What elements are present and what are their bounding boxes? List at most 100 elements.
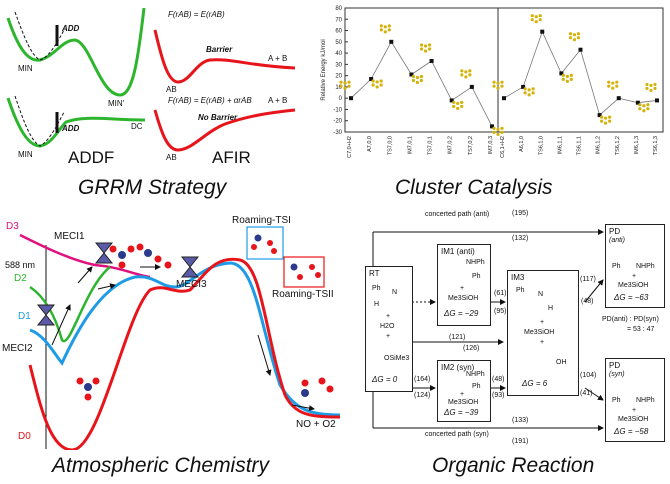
cluster-atom xyxy=(419,47,424,51)
cluster-atom xyxy=(496,81,500,85)
afir-aplusb-bottom: A + B xyxy=(268,96,288,105)
addf-add-label-top: ADD xyxy=(62,24,80,33)
data-point xyxy=(578,47,583,52)
cluster-atom xyxy=(565,74,569,78)
series-line-0 xyxy=(350,41,493,127)
edge-117: (117) xyxy=(580,276,596,283)
cluster-atom xyxy=(468,73,472,77)
afir-barrier: Barrier xyxy=(206,45,233,54)
edge-126: (126) xyxy=(463,345,480,352)
meci2-label: MECI2 xyxy=(2,343,33,354)
cluster-atom xyxy=(645,82,649,87)
cluster-atom xyxy=(423,49,428,53)
d3-curve xyxy=(19,233,151,279)
caption-cluster: Cluster Catalysis xyxy=(395,176,553,199)
caption-atmos: Atmospheric Chemistry xyxy=(52,454,270,477)
cluster-atom xyxy=(415,80,420,85)
pd-anti-box: PD (anti) Ph NHPh + Me3SiOH ΔG = −63 xyxy=(605,224,665,308)
meci3-icon xyxy=(180,256,200,278)
cluster-atom xyxy=(653,82,657,87)
cluster-atom xyxy=(653,86,657,91)
d3-label: D3 xyxy=(6,221,19,232)
x-tick-label: TS7,0,1 xyxy=(428,136,434,155)
d1-curve xyxy=(29,261,341,417)
x-tick-label: IM6,1,3 xyxy=(634,136,640,154)
data-point xyxy=(502,96,506,101)
x-tick-label: IM7,0,2 xyxy=(448,136,454,154)
y-tick-label: -20 xyxy=(333,119,342,125)
cluster-atom xyxy=(419,74,424,79)
cluster-atom xyxy=(561,77,565,81)
edge-95: (95) xyxy=(494,308,507,315)
edge-164: (164) xyxy=(414,376,431,383)
cluster-atom xyxy=(568,36,573,40)
cluster-atom xyxy=(538,14,542,18)
cluster-atom xyxy=(568,32,573,36)
d1-label: D1 xyxy=(18,311,31,322)
cluster-atom xyxy=(492,84,496,88)
cluster-atom xyxy=(569,73,573,77)
y-tick-label: -30 xyxy=(333,130,342,136)
edge-104: (104) xyxy=(580,372,597,379)
edge-48-anti: (48) xyxy=(581,298,594,305)
edge-124: (124) xyxy=(414,392,431,399)
cluster-atom xyxy=(646,107,650,111)
im2-box: IM2 (syn) NHPh Ph + Me3SiOH ΔG = −39 xyxy=(437,360,491,422)
cluster-atom xyxy=(523,91,527,95)
no-o2-molecule xyxy=(301,377,334,397)
cluster-atom xyxy=(531,87,535,91)
cluster-atom xyxy=(460,73,464,77)
edge-41: (41) xyxy=(580,390,593,397)
cluster-atom xyxy=(604,116,608,120)
afir-title: AFIR xyxy=(212,148,251,167)
cluster-atom xyxy=(343,86,347,90)
cluster-atom xyxy=(565,79,569,83)
caption-grrm: GRRM Strategy xyxy=(78,176,227,199)
meci1-icon xyxy=(94,242,114,264)
cluster-atom xyxy=(649,88,653,93)
caption-organic: Organic Reaction xyxy=(432,454,595,477)
meci1-label: MECI1 xyxy=(54,231,85,242)
x-tick-label: IM6,1,2 xyxy=(596,136,602,154)
cluster-atom xyxy=(452,100,456,105)
cluster-atom xyxy=(638,107,642,111)
addf-min-bottom: MIN xyxy=(18,150,33,159)
cluster-atom xyxy=(347,84,351,88)
cluster-atom xyxy=(456,106,460,111)
cluster-atom xyxy=(531,91,535,95)
cluster-atom xyxy=(530,18,534,22)
addf-title: ADDF xyxy=(68,148,115,167)
cluster-atom xyxy=(604,121,608,125)
cluster-atom xyxy=(608,119,612,123)
cluster-atom xyxy=(371,83,375,87)
data-point xyxy=(655,98,659,103)
cluster-atom xyxy=(500,130,504,134)
cluster-atom xyxy=(387,24,391,28)
addf-curve-top xyxy=(6,7,146,97)
cluster-atom xyxy=(611,81,615,85)
series-line-1 xyxy=(503,30,658,116)
cluster-atom xyxy=(538,18,542,22)
cluster-atom xyxy=(379,28,383,32)
cluster-atom xyxy=(339,80,343,84)
afir-eq1: F(rAB) = E(rAB) xyxy=(168,10,225,19)
roaming-tsi-box xyxy=(246,226,284,260)
grrm-panel: ADD ADD MIN MIN' MIN DC ADDF F(rAB) = E(… xyxy=(0,0,335,210)
cluster-atom xyxy=(527,93,531,97)
addf-add-label-bottom: ADD xyxy=(62,124,80,133)
edge-93: (93) xyxy=(492,392,505,399)
cluster-atom xyxy=(371,79,375,83)
atmos-diagram xyxy=(19,226,341,450)
x-tick-label: A6,1,0 xyxy=(519,136,525,152)
cluster-atom xyxy=(375,85,379,89)
cluster-atom xyxy=(379,79,383,83)
y-tick-label: 0 xyxy=(339,96,343,102)
ratio-label: PD(anti) : PD(syn) xyxy=(602,316,659,323)
cluster-atom xyxy=(561,73,565,77)
cluster-atom xyxy=(496,132,500,136)
addf-min-prime: MIN' xyxy=(108,99,125,108)
y-tick-label: 60 xyxy=(335,29,342,35)
cluster-atom xyxy=(456,101,460,106)
data-point xyxy=(369,77,374,82)
